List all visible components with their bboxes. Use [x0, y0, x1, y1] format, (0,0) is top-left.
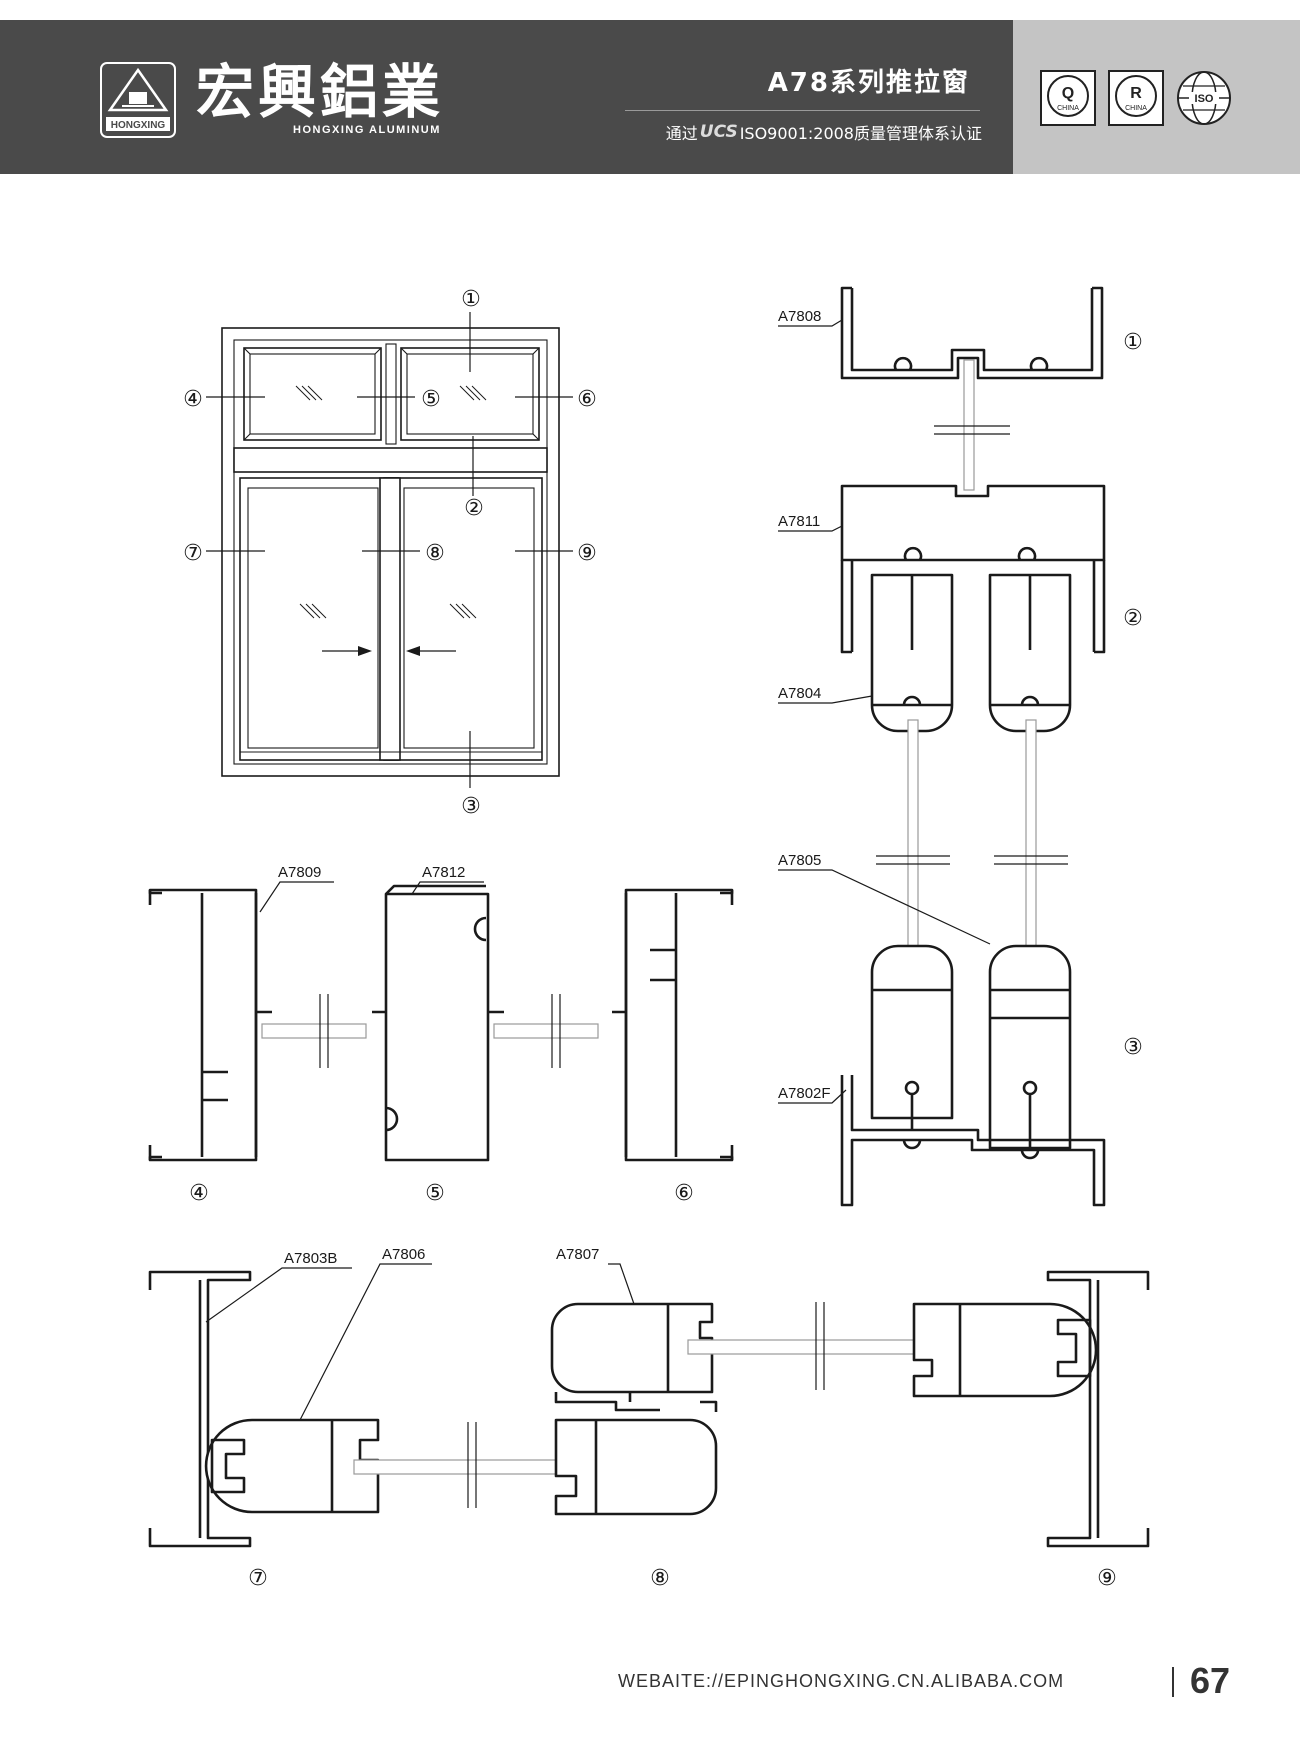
brand-name-english: HONGXING ALUMINUM: [293, 124, 441, 136]
callout-7: ⑦: [183, 541, 203, 566]
sash-callout-8: ⑧: [650, 1566, 670, 1591]
arrow-right-icon: [358, 646, 372, 656]
arrow-left-icon: [406, 646, 420, 656]
header-band: HONGXING 宏興鋁業 HONGXING ALUMINUM A78系列推拉窗…: [0, 20, 1300, 174]
profile-label-a7809: A7809: [278, 864, 321, 881]
transom-callout-4: ④: [189, 1181, 209, 1206]
profile-label-a7807: A7807: [556, 1246, 599, 1263]
callout-1: ①: [461, 287, 481, 312]
profile-label-a7806: A7806: [382, 1246, 425, 1263]
sash-callout-9: ⑨: [1097, 1566, 1117, 1591]
callout-4: ④: [183, 387, 203, 412]
cert-prefix: 通过: [665, 124, 698, 143]
callout-3: ③: [461, 794, 481, 819]
callout-5: ⑤: [421, 387, 441, 412]
profile-label-a7812: A7812: [422, 864, 465, 881]
svg-text:ISO: ISO: [1195, 93, 1214, 105]
header-divider: [625, 110, 980, 111]
callout-8: ⑧: [425, 541, 445, 566]
section-callout-2: ②: [1123, 606, 1143, 631]
svg-text:CHINA: CHINA: [1125, 105, 1147, 112]
section-callout-3: ③: [1123, 1035, 1143, 1060]
transom-horizontal-section: [148, 881, 734, 1162]
footer-divider: [1172, 1667, 1174, 1697]
svg-text:Q: Q: [1062, 85, 1074, 102]
hongxing-logo-icon: HONGXING: [100, 62, 176, 138]
profile-label-a7808: A7808: [778, 308, 821, 325]
sash-callout-7: ⑦: [248, 1566, 268, 1591]
profile-label-a7805: A7805: [778, 852, 821, 869]
callout-2: ②: [464, 496, 484, 521]
transom-callout-5: ⑤: [425, 1181, 445, 1206]
series-title: A78系列推拉窗: [767, 68, 970, 98]
footer-url: WEBAITE://EPINGHONGXING.CN.ALIBABA.COM: [618, 1671, 1065, 1691]
window-elevation: [206, 312, 573, 788]
cert-suffix: ISO9001:2008质量管理体系认证: [739, 124, 982, 143]
profile-label-a7803b: A7803B: [284, 1250, 337, 1267]
iso-globe-badge-icon: ISO: [1177, 71, 1231, 125]
vertical-section: [778, 286, 1106, 1207]
page-number: 67: [1190, 1660, 1231, 1701]
profile-label-a7802f: A7802F: [778, 1085, 831, 1102]
svg-text:R: R: [1130, 85, 1142, 102]
profile-label-a7811: A7811: [778, 513, 820, 530]
logo-text: HONGXING: [111, 120, 166, 131]
brand-name-chinese: 宏興鋁業: [196, 58, 445, 126]
callout-9: ⑨: [577, 541, 597, 566]
transom-callout-6: ⑥: [674, 1181, 694, 1206]
callout-6: ⑥: [577, 387, 597, 412]
ucs-logo-icon: UCS: [699, 122, 738, 142]
profile-label-a7804: A7804: [778, 685, 821, 702]
q-china-badge-icon: Q CHINA: [1040, 70, 1096, 126]
section-callout-1: ①: [1123, 330, 1143, 355]
r-china-badge-icon: R CHINA: [1108, 70, 1164, 126]
svg-text:CHINA: CHINA: [1057, 105, 1079, 112]
sash-horizontal-section: [148, 1263, 1150, 1548]
